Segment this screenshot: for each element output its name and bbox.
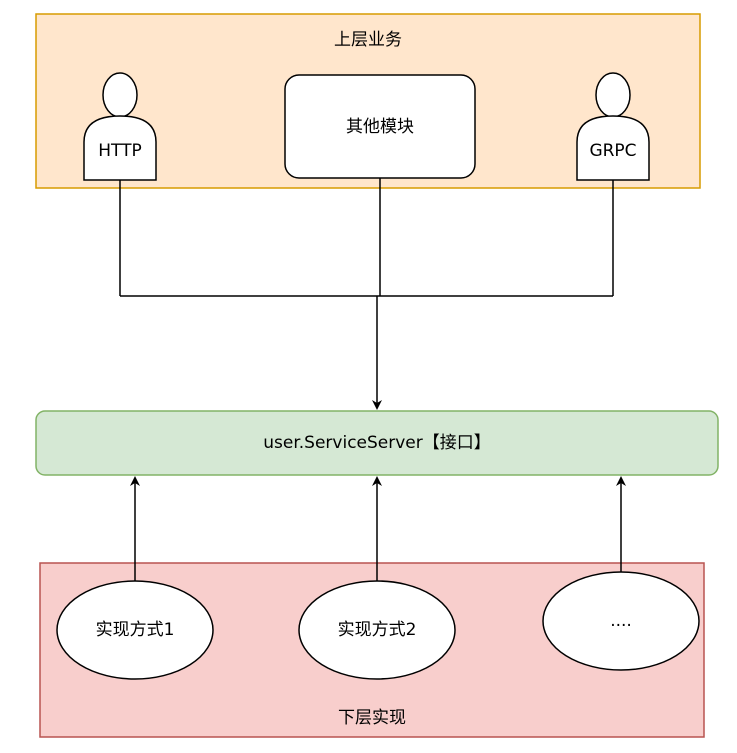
lower-layer-title: 下层实现 (338, 708, 406, 728)
http-actor: HTTP (83, 72, 157, 181)
person-body-icon (576, 115, 650, 181)
upper-connectors (119, 178, 614, 410)
impl-3-ellipse (542, 571, 700, 671)
impl-2-label: 实现方式2 (338, 620, 417, 640)
other-modules-label: 其他模块 (346, 117, 414, 137)
impl-2-ellipse (298, 580, 456, 680)
upper-layer-title: 上层业务 (334, 30, 402, 50)
person-head-icon (595, 72, 631, 118)
person-body-icon (83, 115, 157, 181)
person-head-icon (102, 72, 138, 118)
grpc-actor-label: GRPC (589, 141, 636, 161)
impl-3-label: .... (610, 611, 632, 631)
interface-label: user.ServiceServer【接口】 (263, 433, 491, 453)
impl-1-label: 实现方式1 (96, 620, 175, 640)
interface-box (35, 410, 719, 476)
lower-connectors (130, 476, 626, 582)
grpc-actor: GRPC (576, 72, 650, 181)
http-actor-label: HTTP (98, 141, 142, 161)
impl-1-ellipse (56, 580, 214, 680)
